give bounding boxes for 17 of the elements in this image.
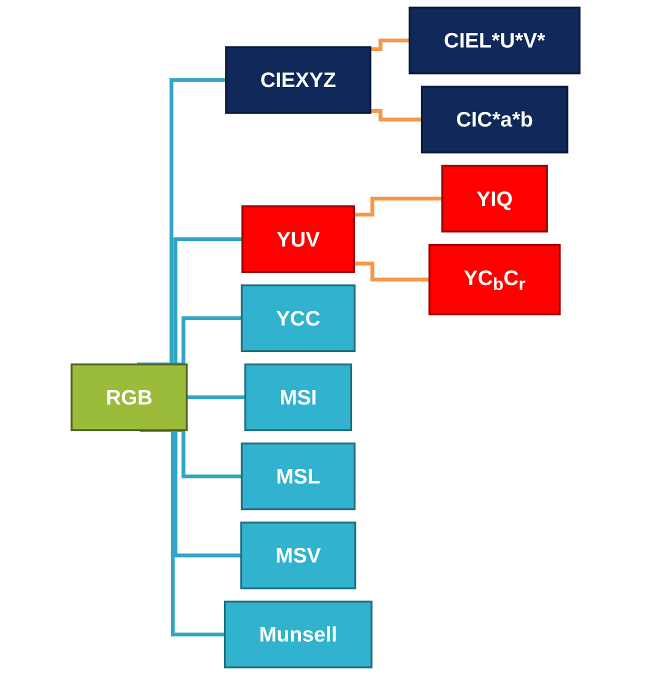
node-box: MSI [244, 363, 352, 432]
connector [186, 395, 246, 400]
node-box: YIQ [441, 164, 548, 232]
node-box: YCC [240, 284, 356, 352]
node-box: CIEL*U*V* [408, 6, 580, 74]
connector [354, 196, 442, 217]
node-box: MSV [240, 522, 356, 590]
connector [354, 262, 430, 282]
node-box: CIEXYZ [225, 46, 372, 114]
connector [370, 109, 422, 122]
node-box: RGB [70, 363, 188, 432]
node-box: Munsell [224, 600, 372, 668]
node-box: YUV [241, 205, 355, 273]
node-box: YC$_{b}$C$_{r}$ [428, 244, 561, 316]
node-box: MSL [240, 442, 356, 510]
connector [370, 38, 410, 52]
node-box: CIC*a*b [420, 86, 568, 154]
